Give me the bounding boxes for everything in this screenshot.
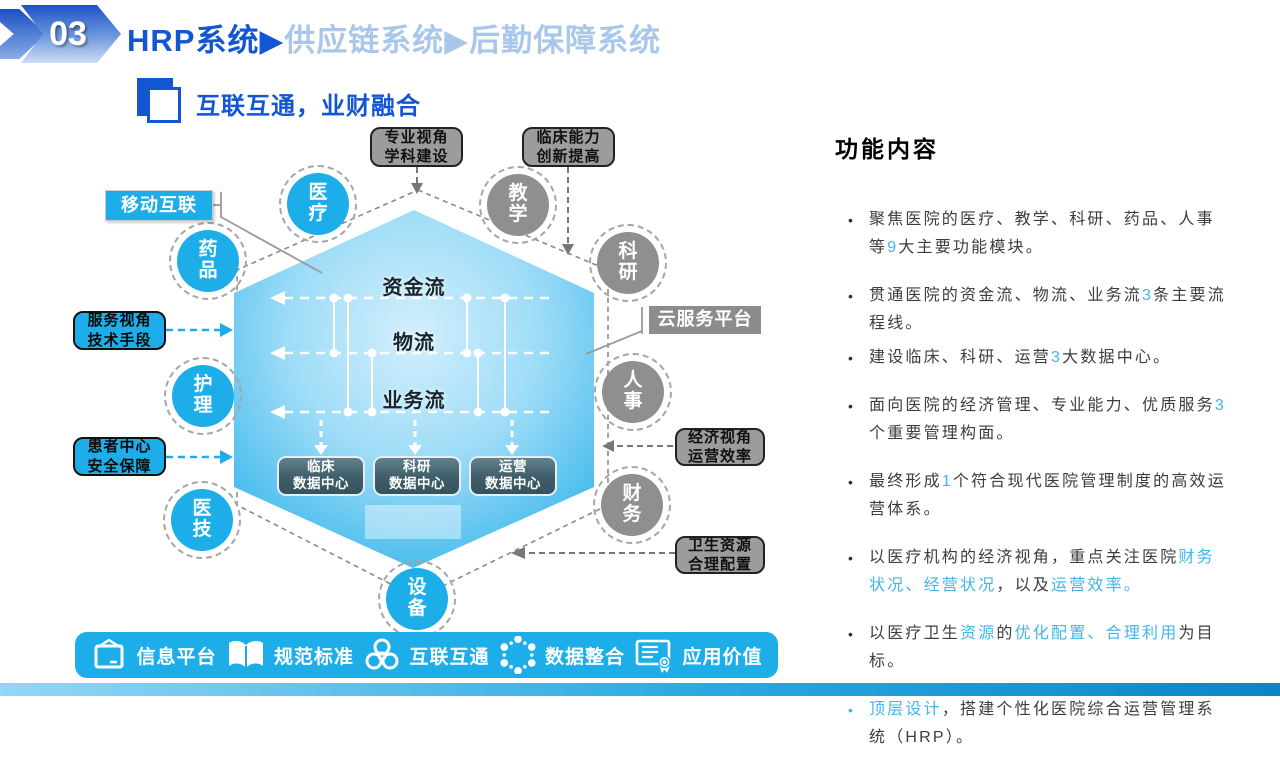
gray-arrows — [416, 167, 675, 554]
watermark-patch — [365, 505, 461, 539]
function-content-panel: 功能内容 • 聚焦医院的医疗、教学、科研、药品、人事等9大主要功能模块。 • 贯通医院… — [835, 130, 1227, 772]
arrow-separator-icon: ▶ — [444, 23, 470, 58]
datacenter-arrows — [319, 420, 514, 446]
board-icon — [94, 638, 124, 669]
bullet-marker: • — [848, 350, 856, 366]
slide: 03 HRP系统▶供应链系统▶后勤保障系统 互联互通，业财融合 医疗 教学 科研… — [0, 5, 1280, 746]
callout-mobile-internet: 移动互联 — [105, 190, 213, 221]
molecule-icon — [500, 636, 536, 674]
node-research: 科研 — [589, 224, 667, 302]
bullet-text: 顶层设计，搭建个性化医院综合运营管理系统（HRP）。 — [869, 701, 1215, 746]
bullet-text: 面向医院的经济管理、专业能力、优质服务3个重要管理构面。 — [869, 397, 1226, 442]
bar-item-label: 信息平台 — [136, 646, 217, 668]
feature-bullet: • 最终形成1个符合现代医院管理制度的高效运营体系。 — [835, 468, 1227, 524]
subtitle-square-outline-icon — [147, 87, 181, 123]
node-pharmacy: 药品 — [169, 222, 247, 300]
blue-arrows — [166, 328, 221, 459]
bullet-text: 以医疗机构的经济视角，重点关注医院财务状况、经营状况，以及运营效率。 — [869, 549, 1215, 594]
bullet-text: 贯通医院的资金流、物流、业务流3条主要流程线。 — [869, 287, 1226, 332]
flow-label-capital: 资金流 — [382, 277, 446, 299]
bullet-text: 以医疗卫生资源的优化配置、合理利用为目标。 — [869, 625, 1215, 670]
flow-label-business: 业务流 — [382, 390, 446, 412]
node-medtech: 医技 — [163, 481, 241, 559]
feature-bullet: • 聚焦医院的医疗、教学、科研、药品、人事等9大主要功能模块。 — [835, 206, 1227, 262]
flow-label-logistics: 物流 — [393, 332, 435, 354]
flow-arrowheads — [270, 291, 285, 419]
bar-item-label: 数据整合 — [544, 646, 625, 668]
title-secondary: 供应链系统 — [284, 23, 445, 58]
node-nursing: 护理 — [164, 357, 242, 435]
node-hr: 人事 — [594, 353, 672, 431]
panel-heading: 功能内容 — [835, 136, 939, 162]
bullet-marker: • — [848, 398, 856, 414]
datacenter-arrowheads — [314, 445, 519, 455]
callout-professional-view: 专业视角 学科建设 — [370, 127, 463, 167]
node-medical: 医疗 — [279, 165, 357, 243]
callout-connectors — [213, 192, 643, 355]
bar-item-label: 应用价值 — [682, 646, 763, 668]
bullet-text: 聚焦医院的医疗、教学、科研、药品、人事等9大主要功能模块。 — [869, 211, 1215, 256]
bullet-marker: • — [848, 702, 856, 718]
gray-arrowheads — [411, 183, 614, 559]
flow-lines — [284, 296, 556, 414]
callout-patient-center: 患者中心 安全保障 — [73, 437, 166, 476]
feature-bullet: • 以医疗卫生资源的优化配置、合理利用为目标。 — [835, 620, 1227, 676]
bullet-marker: • — [848, 288, 856, 304]
subtitle: 互联互通，业财融合 — [196, 93, 421, 120]
datacenter-clinical: 临床 数据中心 — [277, 456, 365, 496]
datacenter-research: 科研 数据中心 — [373, 456, 461, 496]
bullet-marker: • — [848, 474, 856, 490]
callout-cloud-platform: 云服务平台 — [649, 306, 761, 334]
feature-bullet: • 以医疗机构的经济视角，重点关注医院财务状况、经营状况，以及运营效率。 — [835, 544, 1227, 600]
blue-arrowheads — [220, 323, 233, 464]
bar-item-info-platform: 信息平台 — [90, 637, 216, 673]
bar-item-label: 规范标准 — [273, 646, 354, 668]
bar-item-label: 互联互通 — [409, 646, 490, 668]
flow-dots — [329, 293, 510, 417]
feature-bullet: • 面向医院的经济管理、专业能力、优质服务3个重要管理构面。 — [835, 392, 1227, 448]
section-number: 03 — [49, 14, 87, 53]
bullet-marker: • — [848, 212, 856, 228]
flow-connectors — [333, 298, 506, 412]
datacenter-operations: 运营 数据中心 — [469, 456, 557, 496]
bar-item-application-value: 应用价值 — [634, 636, 762, 674]
title-primary: HRP系统 — [127, 23, 260, 58]
bar-item-standards: 规范标准 — [226, 638, 354, 672]
bullet-marker: • — [848, 626, 856, 642]
arrow-separator-icon: ▶ — [259, 23, 285, 58]
callout-service-view: 服务视角 技术手段 — [73, 311, 166, 350]
feature-bullet: • 顶层设计，搭建个性化医院综合运营管理系统（HRP）。 — [835, 696, 1227, 752]
node-finance: 财务 — [593, 466, 671, 544]
page-title: HRP系统▶供应链系统▶后勤保障系统 — [127, 15, 661, 60]
callout-economic-view: 经济视角 运营效率 — [675, 428, 765, 466]
bottom-gradient-strip — [0, 683, 1280, 696]
bullet-marker: • — [848, 550, 856, 566]
feature-bullet: • 贯通医院的资金流、物流、业务流3条主要流程线。 — [835, 282, 1227, 338]
book-icon — [228, 640, 263, 668]
feature-bullet: • 建设临床、科研、运营3大数据中心。 — [835, 344, 1227, 372]
node-equipment: 设备 — [378, 560, 456, 638]
biohazard-icon — [365, 638, 399, 670]
feature-list: • 聚焦医院的医疗、教学、科研、药品、人事等9大主要功能模块。 • 贯通医院的资金流、… — [835, 206, 1227, 752]
callout-health-resources: 卫生资源 合理配置 — [675, 536, 765, 574]
bullet-text: 最终形成1个符合现代医院管理制度的高效运营体系。 — [869, 473, 1226, 518]
bottom-feature-bar: 信息平台 规范标准 互联互通 — [75, 632, 778, 678]
title-tertiary: 后勤保障系统 — [469, 23, 662, 58]
bar-item-data-integration: 数据整合 — [499, 636, 625, 674]
node-teaching: 教学 — [479, 166, 557, 244]
callout-clinical-ability: 临床能力 创新提高 — [522, 127, 615, 167]
certificate-icon — [636, 639, 672, 673]
bullet-text: 建设临床、科研、运营3大数据中心。 — [869, 349, 1172, 366]
bar-item-interconnect: 互联互通 — [363, 636, 489, 674]
